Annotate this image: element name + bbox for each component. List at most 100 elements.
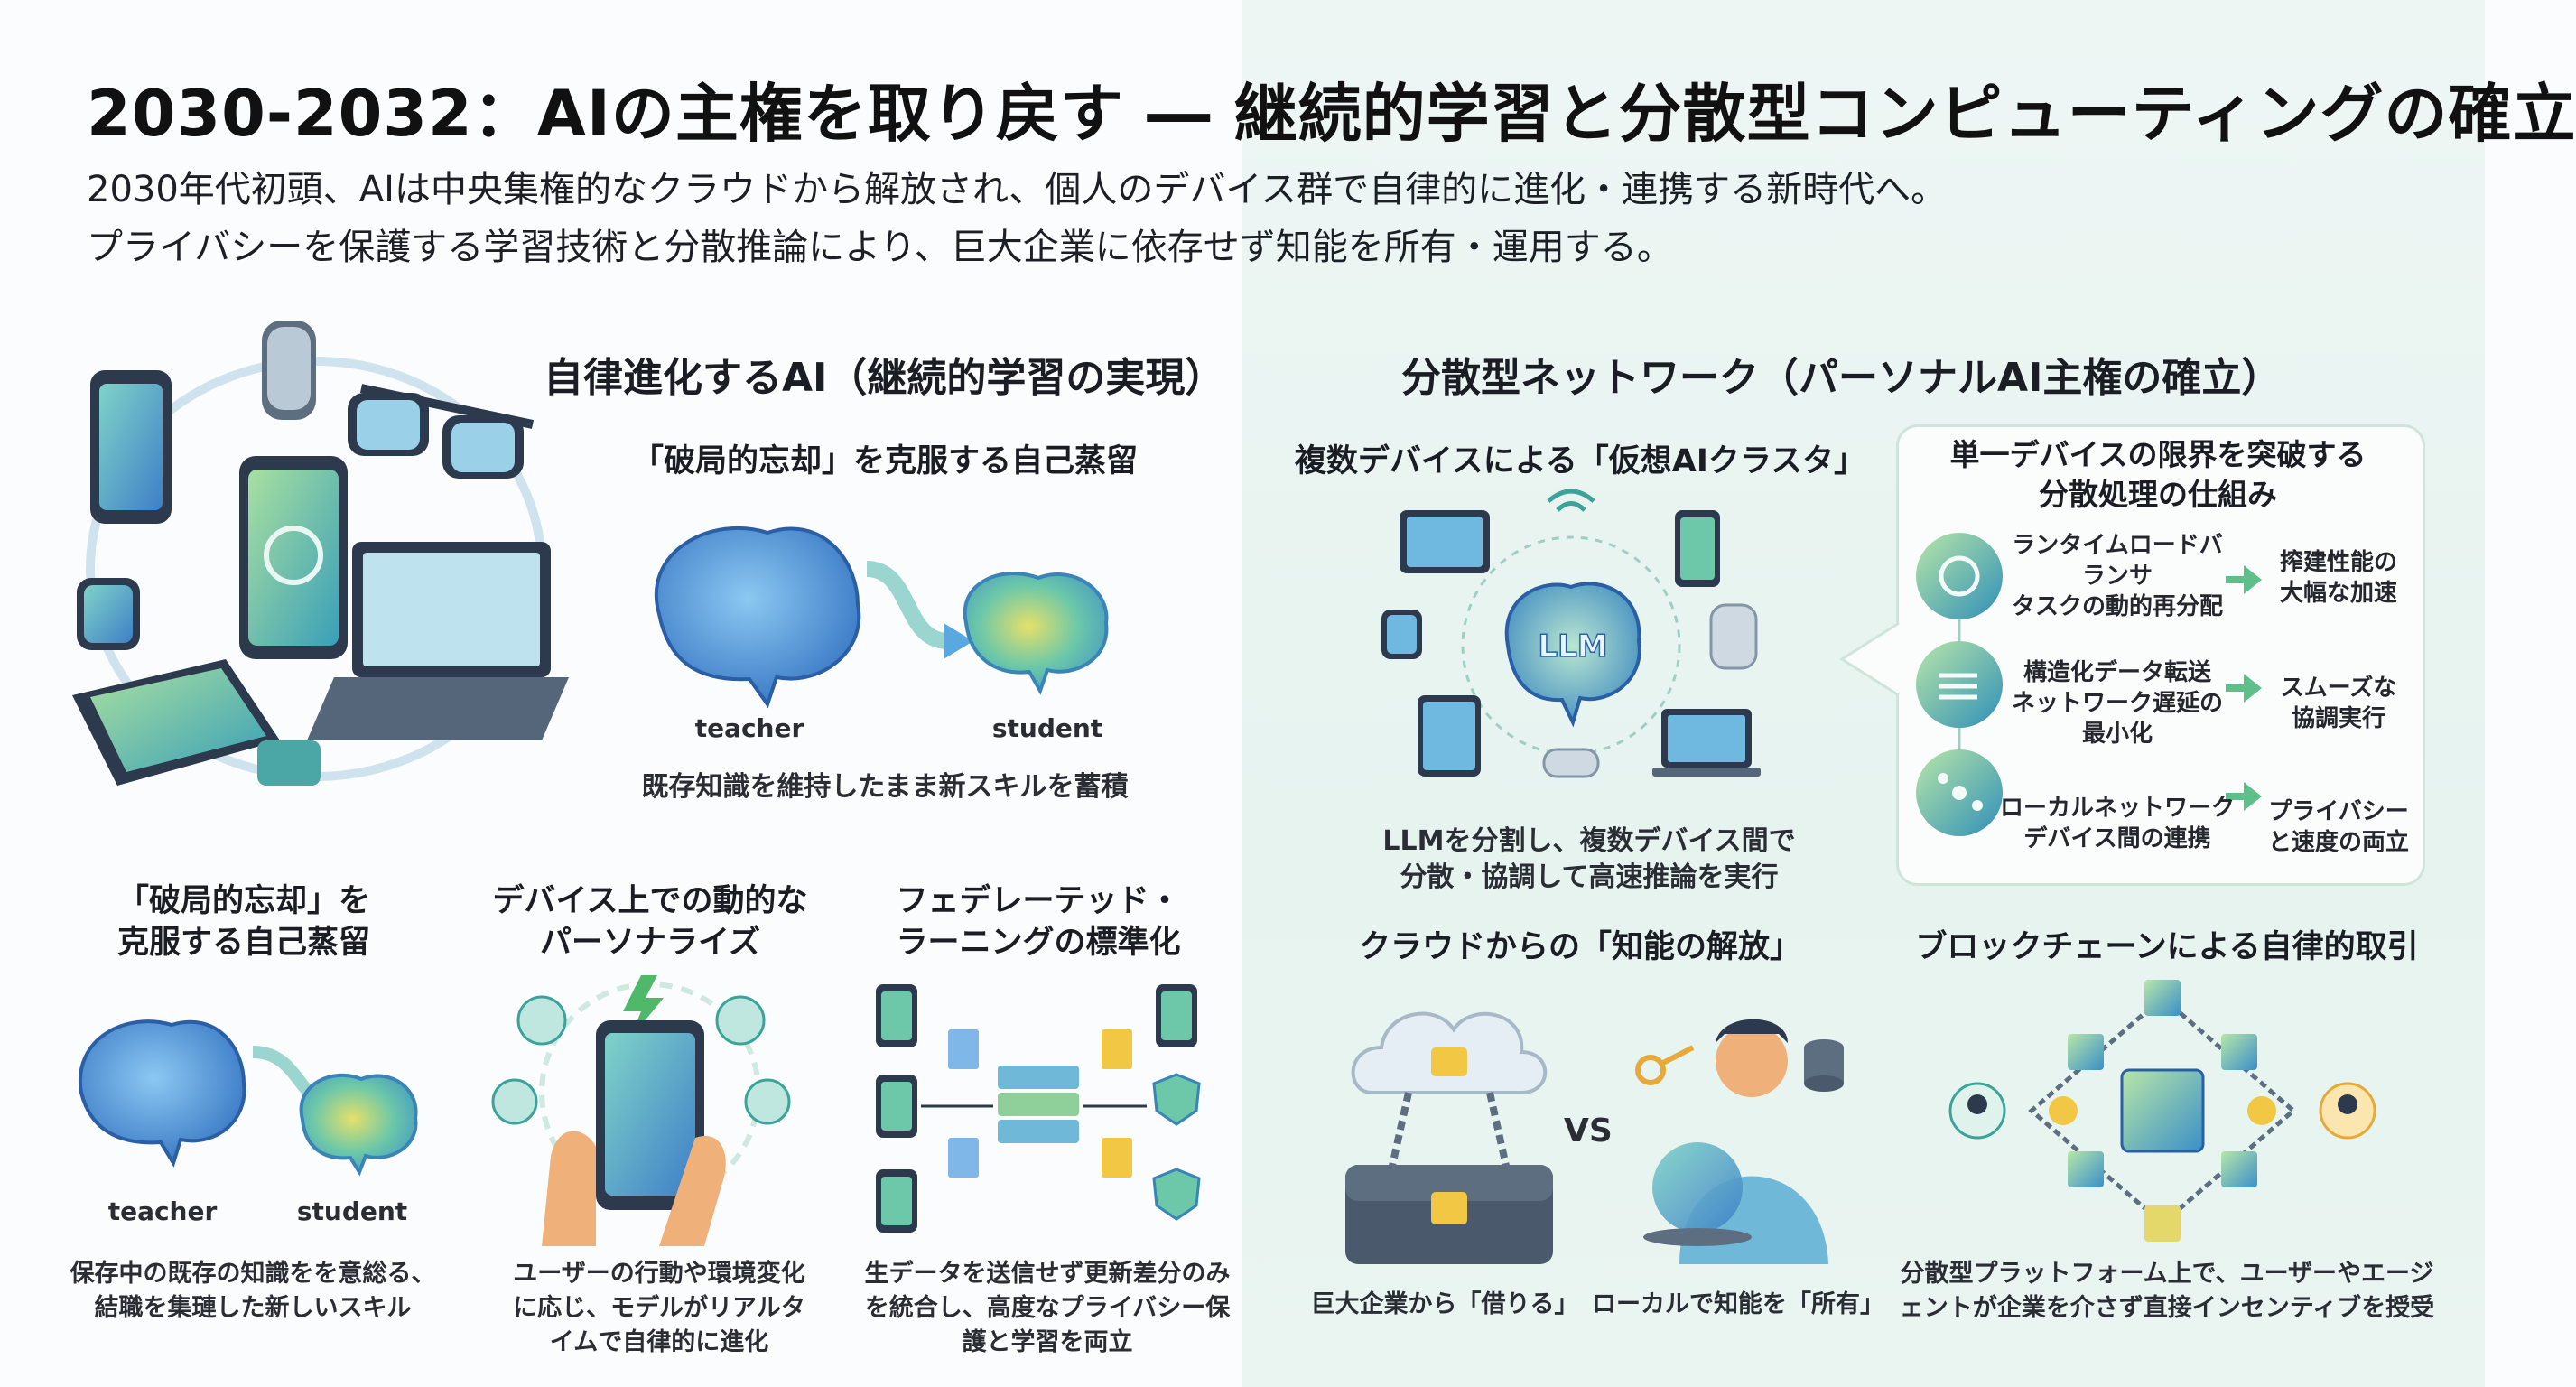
page-subtitle: 2030年代初頭、AIは中央集権的なクラウドから解放され、個人のデバイス群で自律… [87,161,1947,276]
shield-right-2-icon [1152,1168,1201,1221]
wifi-icon [1547,489,1595,512]
mech-row-3-line1: ローカルネットワーク [1999,795,2235,822]
panel-pointer [1839,621,1900,697]
liberation-right-caption: ローカルで知能を「所有」 [1592,1290,1884,1318]
network-icon [1916,749,2003,836]
treasure-chest-icon [1345,1165,1553,1264]
arrow-right-1-icon [2226,565,2262,594]
shield-right-1-icon [1152,1073,1201,1126]
col1-teacher-label: teacher [107,1196,218,1226]
col2-caption-line3: イムで自律的に進化 [549,1328,769,1356]
arrow-right-3-icon [2226,782,2262,811]
col1-caption-line1: 保存中の既存の知識をを意総る、 [70,1260,436,1288]
database-icon [1804,1039,1844,1092]
mech-row-1-result-line1: 搾建性能の [2279,549,2397,576]
block-bottom-icon [2144,1205,2181,1242]
coin-left-icon [2049,1096,2078,1125]
smartwatch-icon [77,578,140,650]
col1-title: 「破局的忘却」を 克服する自己蒸留 [54,880,433,963]
panel-title: 単一デバイスの限界を突破する 分散処理の仕組み [1905,435,2411,515]
device-shield-left-1-icon [876,984,917,1047]
camera-node-icon [1542,748,1600,778]
col1-title-line1: 「破局的忘却」を [116,883,370,919]
device-ecosystem-illustration [72,321,569,786]
col1-title-line2: 克服する自己蒸留 [116,925,370,961]
llm-brain-icon [1504,582,1641,728]
col1-caption-line2: 結職を集璉した新しいスキル [94,1294,412,1322]
teacher-student-brains [654,526,1109,709]
col3-title: フェデレーテッド・ ラーニングの標準化 [849,880,1228,963]
cluster-caption-line2: 分散・協調して高速推論を実行 [1400,861,1779,893]
blockchain-caption-line2: ェントが企業を介さず直接インセンティブを授受 [1899,1294,2435,1322]
user-bubble-icon [516,995,567,1046]
left-section-heading: 自律進化するAI（継続的学習の実現） [544,355,1225,401]
handheld-phone-icon [542,1020,726,1246]
mech-row-2-result-line1: スムーズな [2280,675,2397,702]
arrow-right-2-icon [2226,674,2262,703]
person-holding-orb-icon [1643,1019,1828,1264]
slider-bubble-icon [744,1078,791,1125]
doc-blue-icon [948,1029,979,1178]
target-bubble-icon [491,1078,538,1125]
blockchain-title: ブロックチェーンによる自律的取引 [1915,929,2419,965]
teacher-label: teacher [694,713,804,743]
mech-row-1-result: 搾建性能の 大幅な加速 [2262,547,2415,609]
mech-row-2-line1: 構造化データ転送 [2023,659,2211,686]
col2-caption-line2: に応じ、モデルがリアルタ [513,1294,805,1322]
cloud-lock-icon [1351,1011,1548,1094]
laptop-icon [307,542,569,740]
cluster-caption: LLMを分割し、複数デバイス間で 分散・協調して高速推論を実行 [1318,824,1860,896]
federated-learning-illustration [876,984,1201,1233]
coin-right-icon [2247,1096,2276,1125]
subtitle-line-1: 2030年代初頭、AIは中央集権的なクラウドから解放され、個人のデバイス群で自律… [87,169,1948,210]
blockchain-illustration [1948,980,2376,1242]
teacher-brain-icon [654,526,861,709]
cloud-vs-local-illustration [1345,1011,1844,1264]
smartphone-icon [239,456,348,659]
distill-title: 「破局的忘却」を克服する自己蒸留 [632,443,1139,479]
device-shield-left-3-icon [876,1169,917,1233]
panel-title-line1: 単一デバイスの限界を突破する [1949,437,2367,472]
llm-center-label: LLM [1538,628,1607,665]
device-right-icon [1156,984,1197,1047]
student-brain-icon [963,572,1109,695]
mech-row-3-result-line1: プライバシー [2268,798,2409,825]
mech-row-1-result-line2: 大幅な加速 [2279,580,2397,607]
col3-caption-line1: 生データを送信せず更新差分のみ [864,1260,1231,1288]
mech-row-2-line2: ネットワーク遅延の [2011,690,2223,717]
mech-row-3-line2: デバイス間の連携 [2023,825,2211,852]
smart-speaker-icon [262,321,316,420]
block-top-icon [2144,980,2181,1016]
tablet-icon [72,659,280,786]
gear-icon [1916,533,2003,619]
mech-row-2-line3: 最小化 [2081,721,2153,748]
col1-brains-illustration [78,1019,418,1177]
user-right-avatar-icon [2319,1082,2376,1140]
mech-row-1-line3: タスクの動的再分配 [2011,593,2223,620]
smart-glasses-icon [348,384,535,479]
mech-row-3-result: プライバシー と速度の両立 [2262,796,2415,858]
teacher-brain-small-icon [78,1019,246,1168]
mech-row-2-text: 構造化データ転送 ネットワーク遅延の 最小化 [1986,657,2248,749]
user-left-avatar-icon [1948,1082,2006,1140]
col1-student-label: student [296,1196,408,1226]
phone-node-icon [1675,510,1720,587]
watch-node-icon [1381,610,1422,659]
col1-caption: 保存中の既存の知識をを意総る、 結職を集璉した新しいスキル [45,1257,460,1326]
mech-row-1-line1: ランタイムロードバ [2012,532,2223,559]
col2-caption: ユーザーの行動や環境変化 に応じ、モデルがリアルタ イムで自律的に進化 [470,1257,849,1360]
virtual-ai-cluster-diagram: LLM [1381,489,1761,778]
vs-label: VS [1564,1112,1613,1150]
panel-icons [1916,533,2262,836]
student-label: student [991,713,1103,743]
doc-yellow-icon [1102,1029,1132,1178]
mech-row-1-text: ランタイムロードバ ランサ タスクの動的再分配 [1986,530,2248,622]
col3-caption: 生データを送信せず更新差分のみ を統合し、高度なプライバシー保 護と学習を両立 [849,1257,1246,1360]
block-right-icon [2221,1034,2257,1187]
col3-caption-line3: 護と学習を両立 [962,1328,1133,1356]
page-title: 2030-2032：AIの主権を取り戻す ― 継続的学習と分散型コンピューティン… [87,77,2576,151]
device-shield-left-2-icon [876,1075,917,1138]
cluster-caption-line1: LLMを分割し、複数デバイス間で [1382,825,1796,857]
key-icon [1635,1045,1695,1085]
mech-row-1-line2: ランサ [2081,563,2153,590]
